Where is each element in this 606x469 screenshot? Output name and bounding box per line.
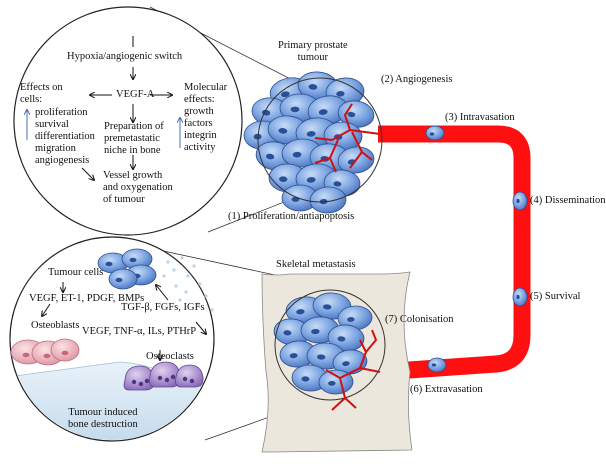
factors-osteoclast-label: VEGF, TNF-α, ILs, PTHrP	[82, 326, 197, 337]
premetastatic-label: Preparation of premetastatic niche in bo…	[104, 121, 164, 156]
growth-factor-dot	[186, 274, 190, 278]
blue-up-arrows	[27, 110, 180, 148]
vegf-label: VEGF-A	[116, 89, 155, 100]
angiogenic-vessels-bottom	[325, 329, 381, 411]
blood-vessel	[378, 125, 531, 381]
step-6-label: (6) Extravasation	[410, 384, 483, 395]
osteoblasts-label: Osteoblasts	[31, 320, 80, 331]
cell-effects-list: proliferation survival differentiation m…	[35, 107, 95, 166]
growth-factor-dots	[162, 256, 214, 312]
angiogenic-vessels-top	[314, 103, 381, 173]
growth-factor-dot	[192, 264, 196, 268]
tgf-factors-label: TGF-β, FGFs, IGFs	[121, 302, 205, 313]
growth-factor-dot	[210, 308, 214, 312]
osteoblast-cells	[10, 338, 80, 366]
growth-factor-dot	[162, 274, 166, 278]
hypoxia-label: Hypoxia/angiogenic switch	[67, 51, 183, 62]
vessel-growth-label: Vessel growth and oxygenation of tumour	[103, 170, 173, 205]
skeletal-metastasis-label: Skeletal metastasis	[276, 259, 356, 270]
growth-factor-dot	[166, 260, 170, 264]
osteoclasts-label: Osteoclasts	[146, 351, 194, 362]
top-zoom-circle	[13, 6, 243, 236]
bone-destruction-label: Tumour induced bone destruction	[68, 407, 138, 430]
step-7-label: (7) Colonisation	[385, 314, 454, 325]
growth-factor-dot	[198, 282, 202, 286]
primary-tumour-zoom-circle	[257, 77, 383, 203]
tumour-cell	[281, 184, 319, 212]
factors-osteoblast-label: VEGF, ET-1, PDGF, BMPs	[29, 293, 145, 304]
effects-on-cells-label: Effects on cells:	[20, 82, 63, 105]
growth-factor-dot	[172, 268, 176, 272]
circulating-cells	[425, 125, 528, 373]
growth-factor-dot	[196, 302, 200, 306]
step-4-label: (4) Dissemination	[530, 195, 606, 206]
colonisation-cluster	[273, 292, 373, 395]
primary-tumour-label: Primary prostate tumour	[278, 40, 348, 63]
growth-factor-dot	[204, 294, 208, 298]
step-5-label: (5) Survival	[530, 291, 581, 302]
molecular-effects-label: Molecular effects: growth factors integr…	[184, 82, 228, 153]
growth-factor-dot	[184, 290, 188, 294]
growth-factor-dot	[180, 256, 184, 260]
bottom-circle-arrows	[42, 282, 206, 360]
bottom-tumour-cells	[97, 248, 157, 290]
step-2-label: (2) Angiogenesis	[381, 74, 453, 85]
step-3-label: (3) Intravasation	[445, 112, 515, 123]
growth-factor-dot	[174, 284, 178, 288]
top-circle-arrows	[81, 36, 172, 180]
tumour-cells-label: Tumour cells	[48, 267, 104, 278]
growth-factor-dot	[178, 298, 182, 302]
tumour-cell	[327, 324, 365, 352]
step-1-label: (1) Proliferation/antiapoptosis	[228, 211, 355, 222]
colonisation-zoom-circle	[274, 289, 386, 401]
osteoclast-cells	[123, 361, 204, 391]
